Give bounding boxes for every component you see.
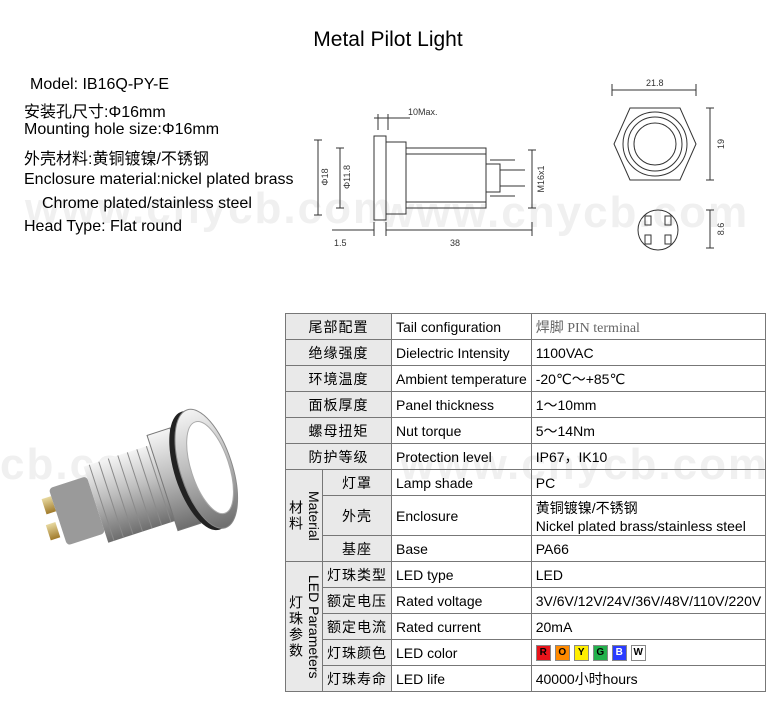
dim-1-5: 1.5 xyxy=(334,238,347,248)
dim-21-8: 21.8 xyxy=(646,78,664,88)
spec-label-cn: 绝缘强度 xyxy=(285,339,392,366)
spec-value-line: 3V/6V/12V/24V/36V/48V/110V/220V xyxy=(535,592,762,609)
group-label-en: LED Parameters xyxy=(306,574,322,679)
spec-value: 20mA xyxy=(530,613,767,640)
spec-mounting-hole-cn: 安装孔尺寸:Φ16mm xyxy=(24,104,166,121)
led-color-swatch: B xyxy=(611,645,627,662)
spec-value-line: 20mA xyxy=(535,618,573,635)
spec-value: 1100VAC xyxy=(530,339,767,366)
spec-label-cn: 灯珠类型 xyxy=(322,561,392,588)
spec-value-line-2: Nickel plated brass/stainless steel xyxy=(535,517,746,534)
spec-value-line: 黄铜镀镍/不锈钢 xyxy=(535,499,638,516)
spec-value: PC xyxy=(530,469,767,496)
spec-label-en: Panel thickness xyxy=(391,391,532,418)
spec-enclosure-cn: 外壳材料:黄铜镀镍/不锈钢 xyxy=(24,151,209,168)
dim-d118: Φ11.8 xyxy=(342,165,352,189)
spec-enclosure-en: Enclosure material:nickel plated brass xyxy=(24,171,294,188)
spec-label-en: Dielectric Intensity xyxy=(391,339,532,366)
watermark-top-right: www.cnycb.com xyxy=(380,188,750,237)
spec-label-cn: 基座 xyxy=(322,535,392,562)
spec-label-cn: 面板厚度 xyxy=(285,391,392,418)
dim-d18: Φ18 xyxy=(320,168,330,185)
dim-19: 19 xyxy=(716,139,726,149)
page-title: Metal Pilot Light xyxy=(313,28,463,51)
dim-10max: 10Max. xyxy=(408,107,438,117)
spec-mounting-hole-en: Mounting hole size:Φ16mm xyxy=(24,121,220,138)
spec-label-en: LED color xyxy=(391,639,532,666)
group-label-cn: 灯珠参数 xyxy=(288,594,304,659)
spec-value: 焊脚 PIN terminal xyxy=(530,313,767,340)
spec-label-cn: 防护等级 xyxy=(285,443,392,470)
led-color-swatch: Y xyxy=(573,645,589,662)
spec-value: 5～14Nm xyxy=(530,417,767,444)
spec-label-cn: 螺母扭矩 xyxy=(285,417,392,444)
spec-label-en: Tail configuration xyxy=(391,313,532,340)
spec-label-en: Lamp shade xyxy=(391,469,532,496)
spec-value-line: PC xyxy=(535,474,556,491)
technical-drawing: 10Max. Φ18 Φ11.8 M16x1 1.5 38 21.8 19 8.… xyxy=(314,78,726,251)
spec-value: IP67，IK10 xyxy=(530,443,767,470)
dim-8-6: 8.6 xyxy=(716,223,726,236)
spec-model: Model: IB16Q-PY-E xyxy=(30,76,170,93)
spec-value-line: LED xyxy=(535,566,563,583)
spec-label-cn: 尾部配置 xyxy=(285,313,392,340)
spec-label-cn: 外壳 xyxy=(322,495,392,536)
led-color-swatch: O xyxy=(554,645,570,662)
spec-label-cn: 灯珠寿命 xyxy=(322,665,392,692)
spec-value-line: PA66 xyxy=(535,540,569,557)
led-color-swatch: R xyxy=(535,645,551,662)
group-label-cn: 材料 xyxy=(288,499,304,532)
spec-enclosure-en-2: Chrome plated/stainless steel xyxy=(42,195,252,212)
spec-value-line: 40000小时hours xyxy=(535,670,638,687)
spec-label-cn: 灯罩 xyxy=(322,469,392,496)
spec-label-en: LED life xyxy=(391,665,532,692)
spec-label-cn: 额定电压 xyxy=(322,587,392,614)
dim-m16: M16x1 xyxy=(536,165,546,192)
spec-label-en: Rated voltage xyxy=(391,587,532,614)
spec-label-en: LED type xyxy=(391,561,532,588)
spec-label-en: Protection level xyxy=(391,443,532,470)
spec-value: -20℃～+85℃ xyxy=(530,365,767,392)
spec-label-en: Base xyxy=(391,535,532,562)
spec-value: 1～10mm xyxy=(530,391,767,418)
spec-value: PA66 xyxy=(530,535,767,562)
spec-label-cn: 灯珠颜色 xyxy=(322,639,392,666)
watermark-top: www.cnycb.com xyxy=(25,184,395,233)
led-color-swatch: W xyxy=(630,645,646,662)
spec-label-en: Enclosure xyxy=(391,495,532,536)
spec-label-cn: 额定电流 xyxy=(322,613,392,640)
product-image xyxy=(41,408,239,545)
group-label-en: Material xyxy=(306,490,322,541)
spec-label-en: Ambient temperature xyxy=(391,365,532,392)
spec-label-en: Rated current xyxy=(391,613,532,640)
spec-value: 3V/6V/12V/24V/36V/48V/110V/220V xyxy=(530,587,767,614)
dim-38: 38 xyxy=(450,238,460,248)
led-color-swatch: G xyxy=(592,645,608,662)
spec-value: LED xyxy=(530,561,767,588)
spec-value: 40000小时hours xyxy=(530,665,767,692)
spec-label-en: Nut torque xyxy=(391,417,532,444)
spec-label-cn: 环境温度 xyxy=(285,365,392,392)
spec-head-type: Head Type: Flat round xyxy=(24,218,183,235)
